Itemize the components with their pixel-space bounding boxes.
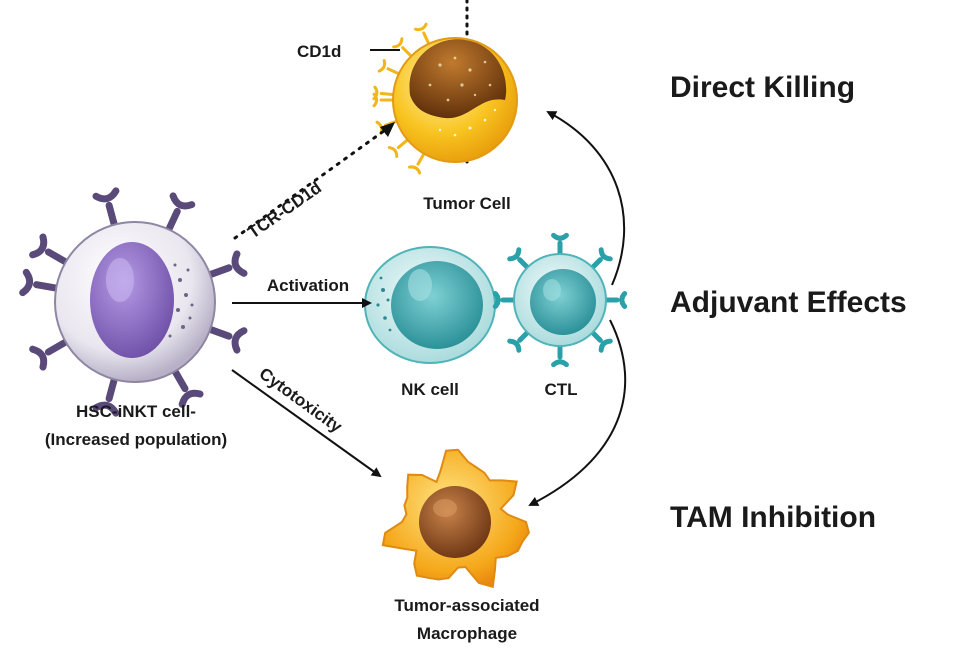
inkt-cell xyxy=(19,187,248,417)
inkt-receptor xyxy=(204,250,248,279)
ctl-label: CTL xyxy=(544,380,577,399)
ctl-receptor xyxy=(492,291,518,309)
ctl-cell xyxy=(492,232,628,368)
tumor-cell-label: Tumor Cell xyxy=(423,194,511,213)
macrophage-nucleus xyxy=(419,486,491,558)
inkt-receptor xyxy=(164,192,196,235)
nk-cell xyxy=(364,246,496,364)
inkt-receptor xyxy=(29,337,71,371)
nk-granules xyxy=(376,276,392,332)
inkt-nucleus-highlight xyxy=(106,258,134,302)
tumor-cd1d-receptor xyxy=(414,22,432,48)
inkt-receptor xyxy=(19,268,62,297)
inkt-receptor xyxy=(204,325,248,354)
macrophage-label-line1: Tumor-associated xyxy=(394,596,539,615)
macrophage-nucleus-highlight xyxy=(433,499,457,517)
inkt-receptors xyxy=(19,187,248,417)
direct-killing-label: Direct Killing xyxy=(670,71,855,104)
tcr-arrow-head xyxy=(380,122,395,137)
ctl-receptor xyxy=(589,329,613,353)
ctl-to-tumor-arrow xyxy=(546,111,626,286)
ctl-receptor xyxy=(589,247,613,271)
macrophage-cell xyxy=(381,448,530,589)
inkt-receptor xyxy=(170,366,204,408)
macrophage-label-line2: Macrophage xyxy=(417,624,517,643)
tumor-nucleus xyxy=(409,39,507,119)
tam-inhibition-label: TAM Inhibition xyxy=(670,501,876,534)
inkt-nucleus xyxy=(90,242,174,358)
inkt-label-line1: HSC-iNKT cell- xyxy=(76,402,196,421)
ctl-receptors xyxy=(492,232,628,368)
cytotoxicity-label: Cytotoxicity xyxy=(256,364,346,437)
inkt-receptor xyxy=(29,233,71,267)
cd1d-label: CD1d xyxy=(297,42,341,61)
adjuvant-effects-label: Adjuvant Effects xyxy=(670,286,907,319)
ctl-to-macrophage-arrow xyxy=(528,319,627,506)
ctl-nucleus xyxy=(530,269,596,335)
ctl-receptor xyxy=(507,329,531,353)
ctl-receptor xyxy=(551,342,569,368)
cytotoxicity-arrow xyxy=(231,369,382,478)
nk-cell-label: NK cell xyxy=(401,380,459,399)
ctl-receptor xyxy=(551,232,569,258)
tcr-cd1d-label: TCR-CD1d xyxy=(244,178,325,242)
nk-nucleus-highlight xyxy=(408,269,432,301)
ctl-receptor xyxy=(507,247,531,271)
activation-label: Activation xyxy=(267,276,349,295)
tumor-cd1d-receptor xyxy=(392,37,415,60)
inkt-granules xyxy=(168,263,194,338)
tumor-cell xyxy=(372,22,518,175)
inkt-receptor xyxy=(92,187,120,231)
tumor-cd1d-receptor xyxy=(408,150,427,175)
inkt-label-line2: (Increased population) xyxy=(45,430,227,449)
tumor-surface-dots xyxy=(438,108,497,137)
tumor-cd1d-receptor xyxy=(377,59,403,77)
inkt-receptor xyxy=(92,373,120,417)
tumor-nucleus-dots xyxy=(428,56,492,102)
nk-nucleus xyxy=(391,261,483,349)
ctl-nucleus-highlight xyxy=(543,279,561,301)
tumor-cd1d-receptor xyxy=(387,137,411,158)
ctl-receptor xyxy=(602,291,628,309)
